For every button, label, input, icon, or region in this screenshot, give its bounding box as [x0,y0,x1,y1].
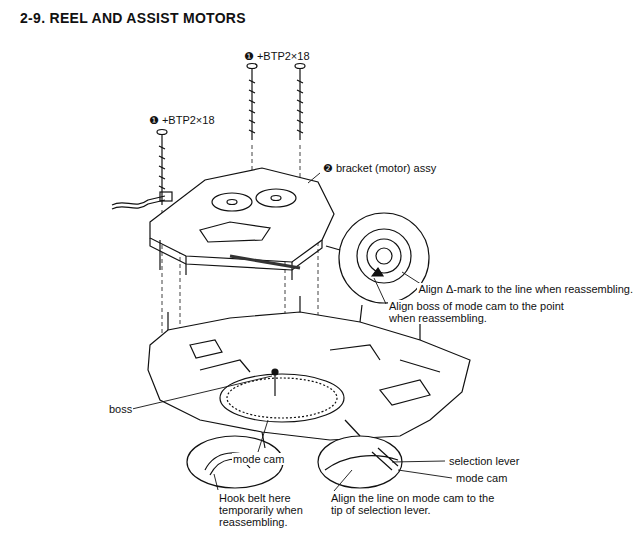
motor-bracket [150,238,322,270]
chassis [227,378,337,418]
motor-bracket [150,168,334,262]
note: Align boss of mode cam to the point when… [388,300,590,324]
motor-bracket [271,196,281,201]
leader-line [132,376,272,409]
zoom-circle [357,229,411,283]
leader-line [258,420,268,452]
detail-bubble [187,420,402,488]
part-name: mode cam [455,472,508,484]
chassis [272,369,278,375]
screw [251,66,252,140]
screw [159,146,165,189]
motor-bracket [150,168,334,280]
leader-line [374,278,386,304]
cable [112,196,165,205]
title: 2-9. REEL AND ASSIST MOTORS [20,10,246,26]
leader-line [398,470,452,478]
chassis [190,340,222,358]
part-name: mode cam [232,453,285,465]
callout-number: ❶ +BTP2×18 [148,114,216,126]
leader-line [334,470,352,491]
part-name: ❷ bracket (motor) assy [322,162,437,174]
cable [112,200,165,209]
chassis [148,312,470,440]
motor-bracket [212,193,252,211]
leader-line [214,474,218,490]
zoom-circle [326,213,429,303]
detail-bubble [345,420,360,436]
part-name: selection lever [448,455,520,467]
motor-bracket [160,240,292,280]
motor-bracket [227,200,237,205]
screw [161,132,162,205]
chassis [380,380,430,405]
chassis [220,374,344,422]
zoom-circle [376,248,392,264]
detail-bubble [325,448,398,470]
note: Align Δ-mark to the line when reassembli… [417,283,634,295]
chassis [200,345,440,372]
screw [247,64,257,69]
leader-line [308,173,320,183]
screw [249,80,255,133]
chassis [168,296,420,340]
motor-bracket [230,256,300,268]
chassis [274,372,275,396]
screw [295,64,305,69]
zoom-circle [326,246,340,250]
leader-line [132,173,452,491]
leader-line [392,461,445,462]
motor-bracket [256,189,296,207]
screw [157,130,167,135]
cable [112,192,172,209]
callout-number: ❶ +BTP2×18 [243,50,311,62]
cable [160,192,172,201]
motor-bracket [200,222,270,242]
screw [299,66,300,140]
note: Align the line on mode cam to the tip of… [330,492,507,516]
part-name: boss [108,403,133,415]
detail-bubble [318,436,402,488]
note: Hook belt here temporarily when reassemb… [218,492,320,528]
dashed-guide [300,145,301,178]
screw [297,80,303,133]
zoom-circle [372,268,383,276]
zoom-circle [367,239,401,273]
zoom-circle [339,213,429,303]
